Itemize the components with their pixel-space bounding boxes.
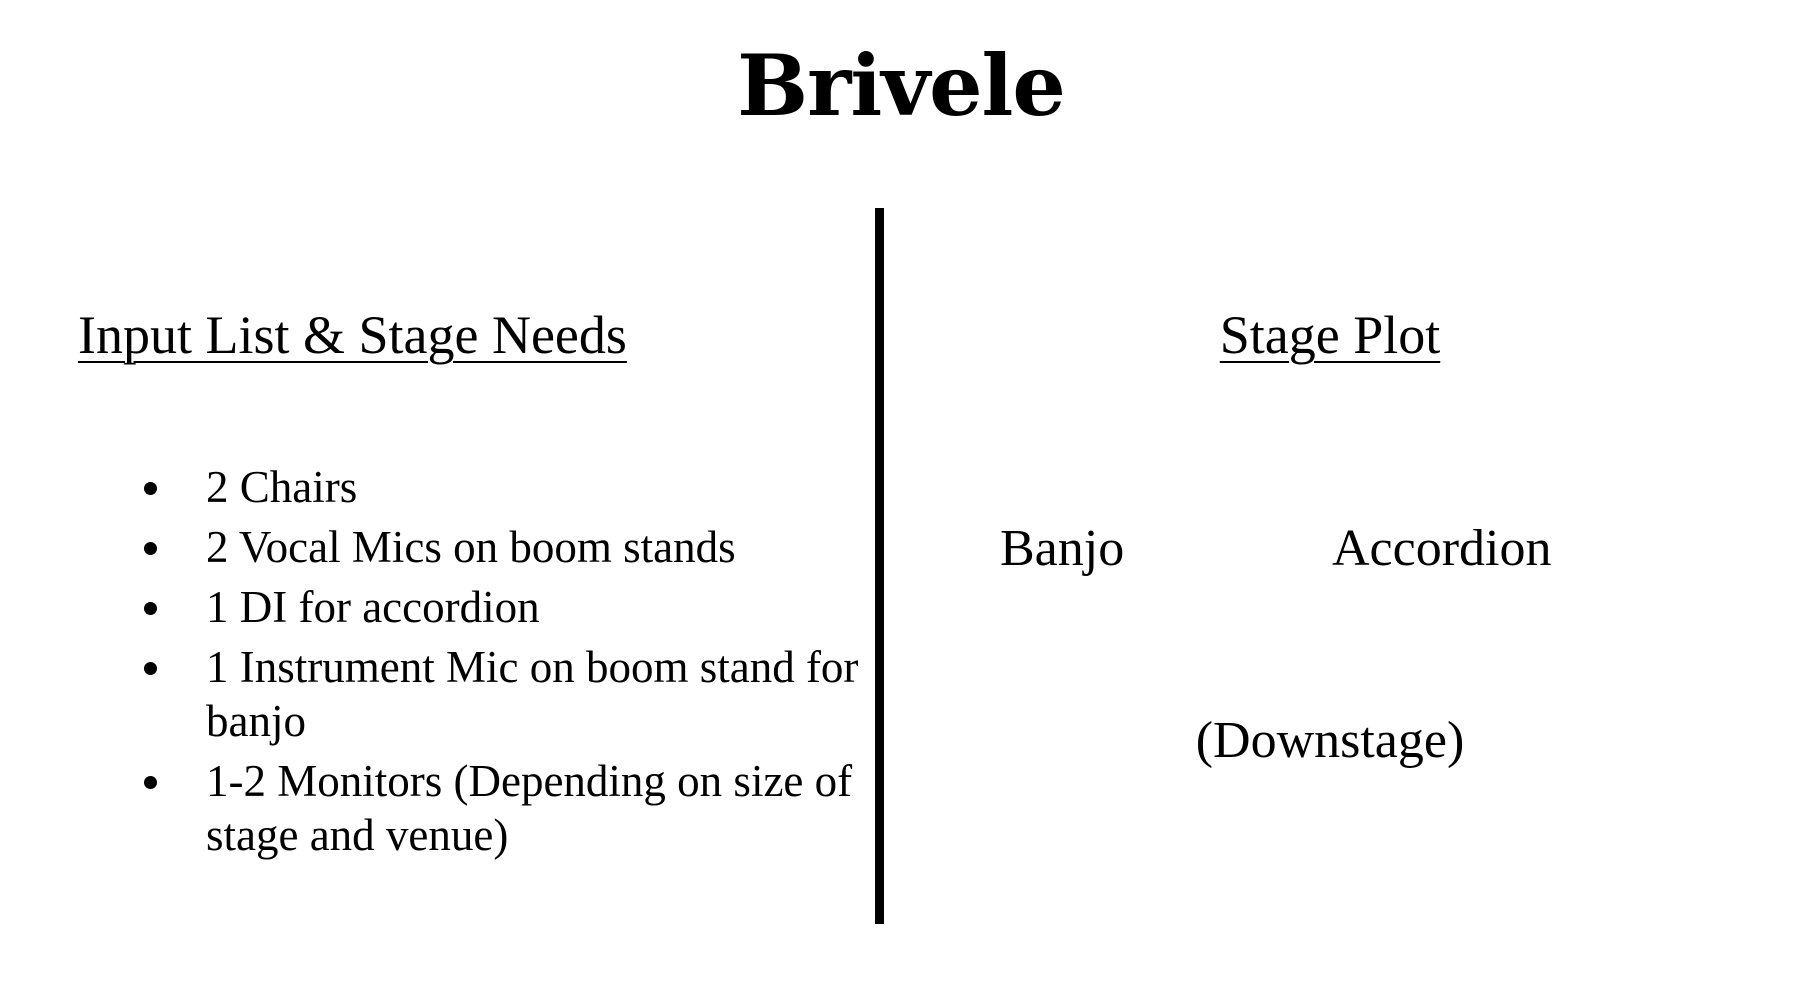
bullet-icon [144, 776, 157, 789]
page-title: Brivele [737, 36, 1066, 135]
banjo-position: Banjo [1000, 520, 1125, 577]
list-item-text: 1-2 Monitors (Depending on size of stage… [206, 756, 853, 860]
bullet-icon [144, 542, 157, 555]
list-item: 1 Instrument Mic on boom stand for banjo [140, 640, 860, 748]
list-item: 1-2 Monitors (Depending on size of stage… [140, 754, 860, 862]
stage-plot-heading: Stage Plot [1219, 305, 1441, 365]
list-item-text: 1 DI for accordion [206, 582, 540, 632]
bullet-icon [144, 662, 157, 675]
list-item: 2 Vocal Mics on boom stands [140, 520, 860, 574]
bullet-icon [144, 482, 157, 495]
bullet-icon [144, 602, 157, 615]
list-item-text: 1 Instrument Mic on boom stand for banjo [206, 642, 859, 746]
stage-needs-list: 2 Chairs 2 Vocal Mics on boom stands 1 D… [140, 460, 860, 868]
list-item: 2 Chairs [140, 460, 860, 514]
downstage-label: (Downstage) [1195, 712, 1465, 769]
list-item-text: 2 Vocal Mics on boom stands [206, 522, 736, 572]
column-divider [875, 208, 884, 924]
list-item: 1 DI for accordion [140, 580, 860, 634]
input-list-heading: Input List & Stage Needs [78, 305, 627, 365]
accordion-position: Accordion [1332, 520, 1552, 577]
list-item-text: 2 Chairs [206, 462, 358, 512]
